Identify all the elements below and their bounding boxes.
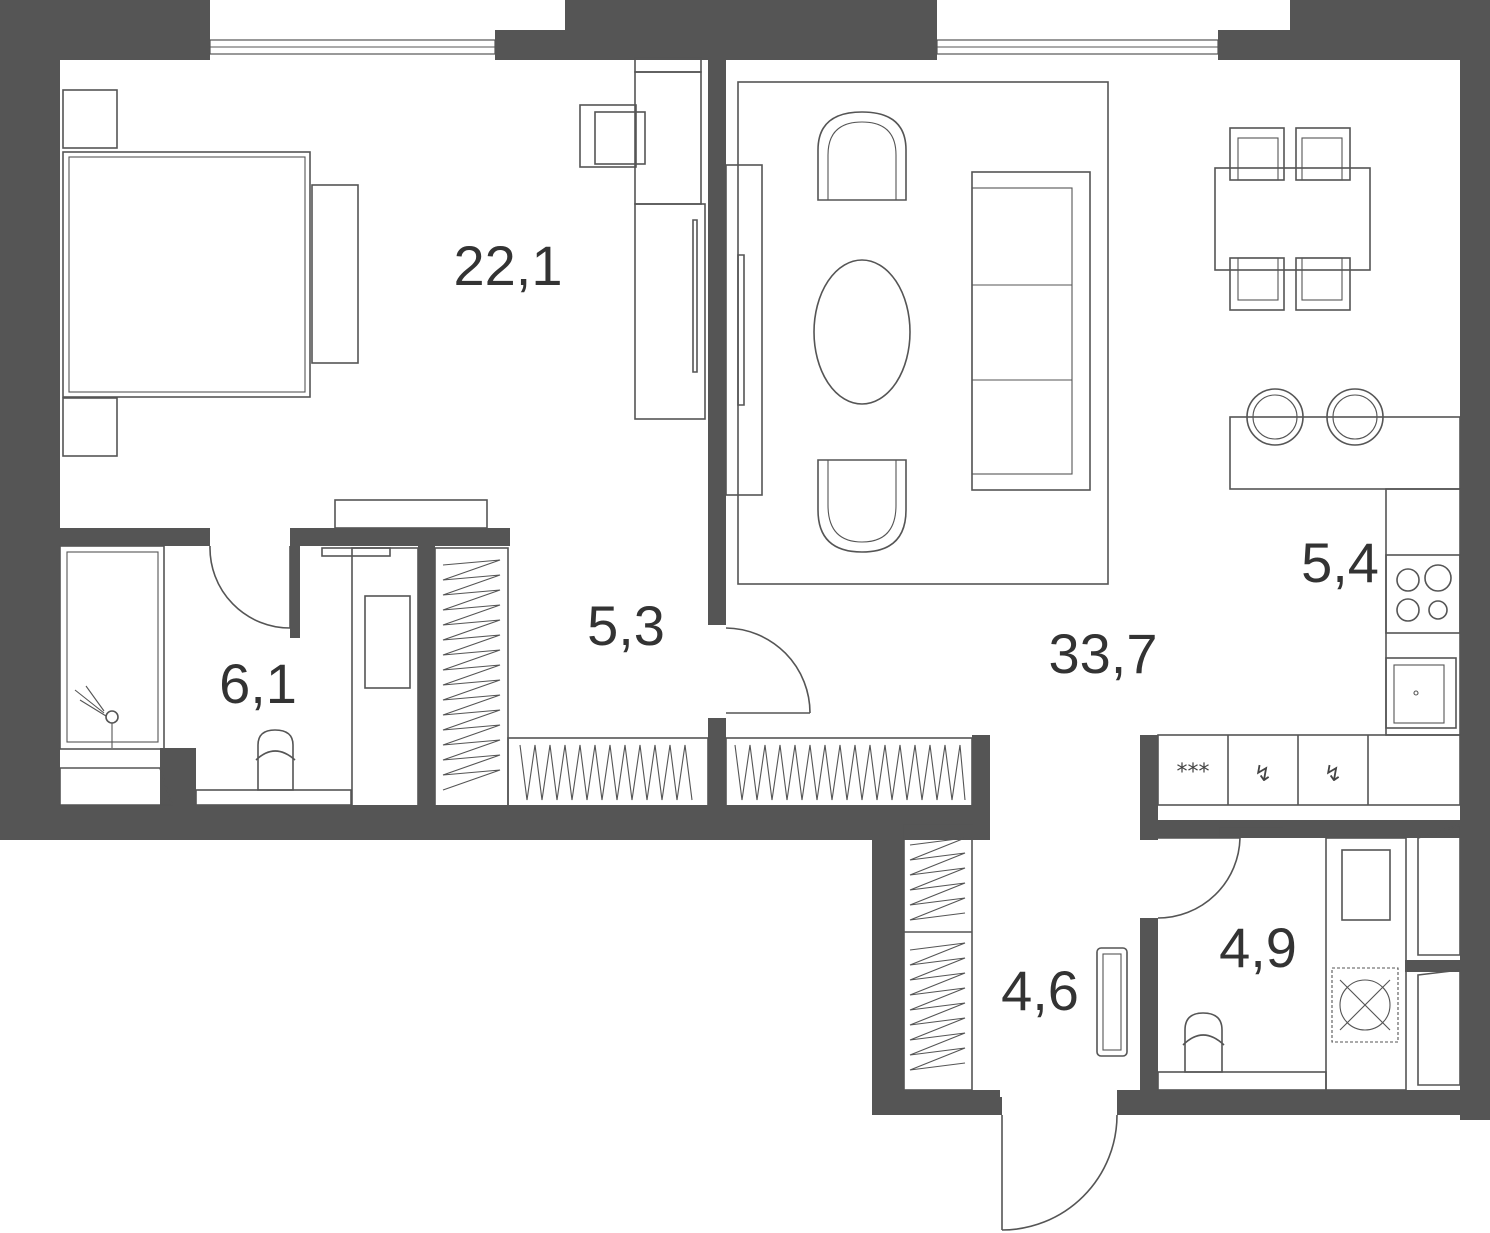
walls: [0, 0, 1490, 1120]
armchair: [579, 104, 637, 168]
nightstand: [62, 89, 118, 149]
tv: [692, 219, 698, 373]
entrance-area: 4,6: [1001, 959, 1079, 1022]
tv-stand: [725, 164, 763, 496]
washer: [1341, 849, 1391, 921]
toilet: [1184, 1012, 1223, 1073]
towel-rail: [321, 547, 391, 557]
counter: [195, 789, 352, 806]
hob: [1385, 554, 1461, 634]
living-furniture: [725, 81, 1461, 585]
drain: [1331, 967, 1399, 1043]
bedroom-furniture: [62, 57, 706, 529]
washer: [364, 595, 411, 689]
nightstand: [62, 397, 118, 457]
sink: [59, 767, 174, 806]
bathroom-fixtures: [59, 545, 419, 807]
shelf: [634, 57, 702, 73]
wc-area: 4,9: [1219, 916, 1297, 979]
hall-wardrobe: [434, 547, 509, 807]
corridor-wardrobe-left: [507, 737, 709, 807]
appliance-symbol: ↯: [1254, 762, 1272, 787]
bench: [1096, 947, 1128, 1057]
toilet: [257, 729, 294, 791]
wc-door-swing: [1157, 837, 1241, 919]
cabinet: [351, 547, 419, 807]
windows: [209, 39, 1219, 55]
wc-counter: [1157, 1071, 1327, 1091]
armchair-bottom: [817, 459, 907, 553]
fridge-symbol: ***: [1177, 760, 1210, 785]
bar-stool: [1326, 388, 1384, 446]
hall-area: 5,3: [587, 594, 665, 657]
kitchen-area: 5,4: [1301, 531, 1379, 594]
coffee-table: [813, 259, 911, 405]
bench: [311, 184, 359, 364]
tv-unit: [634, 203, 706, 420]
living-area: 33,7: [1049, 622, 1158, 685]
console: [334, 499, 488, 529]
entrance-door-swing: [1001, 1114, 1118, 1231]
shaft-lower: [1417, 969, 1461, 1086]
bedroom-area: 22,1: [454, 234, 563, 297]
living-door-swing: [725, 627, 811, 714]
doors: [725, 627, 1128, 1231]
shower-head: [105, 710, 119, 724]
wc-fixtures: [1157, 823, 1461, 1091]
bathtub: [59, 545, 165, 750]
utility-cabinet: [1325, 837, 1407, 1091]
bar-counter: [1229, 416, 1461, 490]
tv-living: [737, 254, 745, 406]
corridor-wardrobe-right: [725, 737, 973, 807]
wardrobes: [434, 547, 973, 1091]
bar-stool: [1246, 388, 1304, 446]
double-bed: [62, 151, 311, 398]
armchair-top: [817, 111, 907, 201]
towel-rail: [1219, 827, 1283, 837]
shaft-upper: [1417, 823, 1461, 956]
bathroom-door-swing: [209, 545, 291, 629]
sink: [1385, 657, 1457, 729]
rug: [737, 81, 1109, 585]
dining-table: [1214, 167, 1371, 271]
bathroom-area: 6,1: [219, 652, 297, 715]
entrance-wardrobe: [903, 824, 973, 1091]
kitchen-cabinets: [1157, 734, 1461, 806]
appliance-symbol: ↯: [1324, 762, 1342, 787]
kitchen-fixtures: [1157, 488, 1461, 806]
